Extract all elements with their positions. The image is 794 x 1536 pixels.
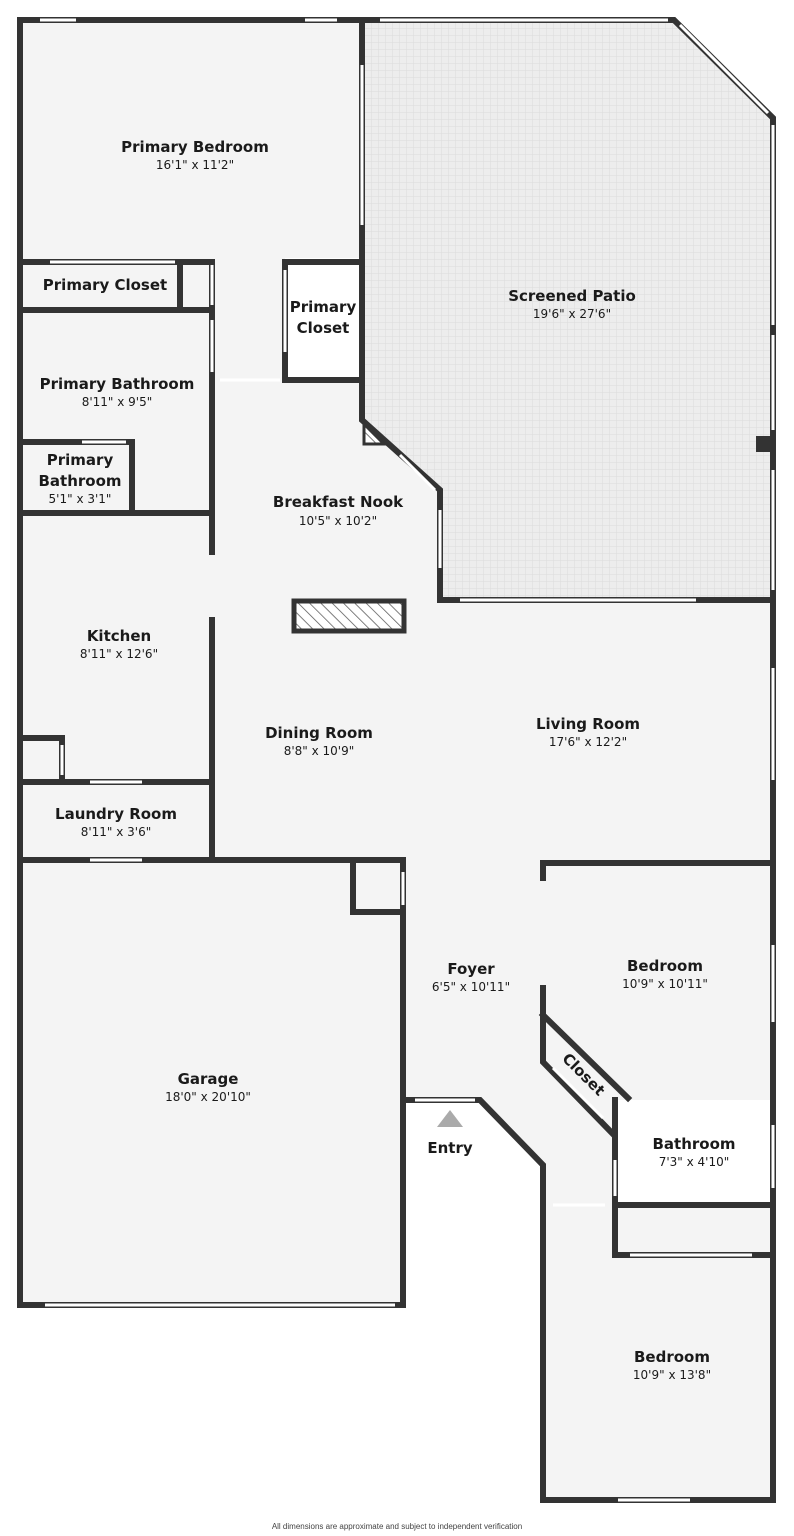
room-name-primary-bathroom-small-2: Bathroom (38, 472, 121, 490)
room-dim-primary-bathroom: 8'11" x 9'5" (82, 395, 153, 409)
entry-arrow-icon (437, 1110, 463, 1127)
window (678, 23, 770, 115)
window (551, 1066, 605, 1120)
room-name-bedroom-1: Bedroom (627, 957, 703, 975)
room-name-primary-closet-b-2: Closet (297, 319, 350, 337)
floor-main (20, 20, 773, 1500)
room-dim-living-room: 17'6" x 12'2" (549, 735, 627, 749)
room-dim-foyer: 6'5" x 10'11" (432, 980, 510, 994)
room-name-bedroom-2: Bedroom (634, 1348, 710, 1366)
room-dim-laundry-room: 8'11" x 3'6" (81, 825, 152, 839)
room-name-foyer: Foyer (447, 960, 495, 978)
room-dim-breakfast-nook: 10'5" x 10'2" (299, 514, 377, 528)
entry-label: Entry (427, 1139, 472, 1157)
room-name-kitchen: Kitchen (87, 627, 151, 645)
room-name-dining-room: Dining Room (265, 724, 373, 742)
room-dim-primary-bathroom-small: 5'1" x 3'1" (49, 492, 112, 506)
room-name-screened-patio: Screened Patio (508, 287, 636, 305)
corner-post (362, 420, 388, 446)
room-name-living-room: Living Room (536, 715, 640, 733)
wall-kitchen-south (17, 510, 406, 863)
patio-post (756, 436, 773, 452)
room-name-primary-closet-b-1: Primary (290, 298, 357, 316)
room-dim-dining-room: 8'8" x 10'9" (284, 744, 355, 758)
kitchen-counter (291, 598, 407, 634)
room-dim-primary-bedroom: 16'1" x 11'2" (156, 158, 234, 172)
room-dim-bedroom-2: 10'9" x 13'8" (633, 1368, 711, 1382)
wall-bedroom-closet (538, 985, 633, 1138)
room-name-primary-bathroom-small-1: Primary (47, 451, 114, 469)
room-name-breakfast-nook: Breakfast Nook (273, 493, 404, 511)
floor-fills (20, 20, 773, 1500)
room-dim-screened-patio: 19'6" x 27'6" (533, 307, 611, 321)
room-dim-bathroom: 7'3" x 4'10" (659, 1155, 730, 1169)
wall-bedroom-north (540, 860, 776, 881)
room-name-garage: Garage (178, 1070, 239, 1088)
room-name-laundry-room: Laundry Room (55, 805, 177, 823)
room-name-primary-bedroom: Primary Bedroom (121, 138, 269, 156)
room-dim-garage: 18'0" x 20'10" (165, 1090, 251, 1104)
window (398, 453, 437, 492)
room-dim-bedroom-1: 10'9" x 10'11" (622, 977, 708, 991)
room-dim-kitchen: 8'11" x 12'6" (80, 647, 158, 661)
room-name-bathroom: Bathroom (652, 1135, 735, 1153)
windows (40, 18, 775, 1502)
room-name-primary-bathroom: Primary Bathroom (40, 375, 195, 393)
room-name-primary-closet-a: Primary Closet (43, 276, 167, 294)
disclaimer-text: All dimensions are approximate and subje… (271, 1522, 523, 1531)
floor-patio[interactable] (362, 20, 773, 598)
